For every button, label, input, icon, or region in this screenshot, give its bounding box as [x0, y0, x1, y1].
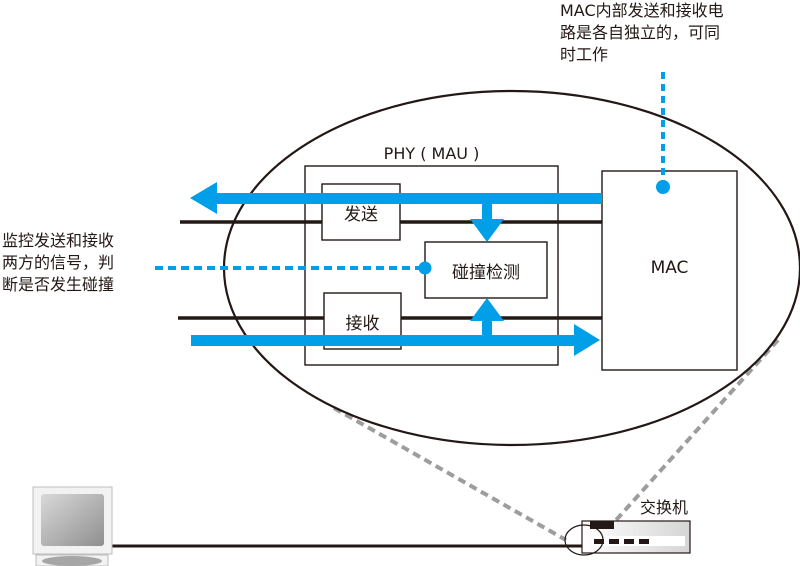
- network-switch-icon: [564, 520, 691, 556]
- receive-tap-shaft: [482, 318, 492, 340]
- zoom-guide-right: [598, 338, 780, 540]
- receive-tap-arrowhead: [470, 298, 504, 321]
- mac-label: MAC: [650, 258, 689, 278]
- receive-label: 接收: [345, 314, 380, 334]
- switch-label: 交换机: [640, 498, 689, 517]
- mac-box: [601, 170, 738, 371]
- zoom-guide-left: [333, 406, 567, 542]
- mac-independence-note: MAC内部发送和接收电 路是各自独立的，可同 时工作: [560, 1, 724, 64]
- transmit-tap-shaft: [482, 198, 492, 222]
- receive-signal-shaft: [191, 335, 575, 346]
- receive-signal-arrowhead: [574, 324, 600, 356]
- mac-note-dot: [656, 180, 670, 194]
- transmit-signal-shaft: [215, 193, 602, 204]
- transmit-signal-arrowhead: [190, 182, 217, 214]
- transmit-label: 发送: [344, 205, 378, 225]
- transmit-tap-arrowhead: [470, 219, 504, 242]
- phy-box: [304, 165, 559, 366]
- phy-label: PHY ( MAU ): [383, 144, 480, 163]
- collision-detection-label: 碰撞检测: [452, 263, 520, 283]
- monitor-icon: [32, 486, 113, 566]
- collision-note-dot: [418, 261, 432, 275]
- collision-monitor-note: 监控发送和接收 两方的信号，判 断是否发生碰撞: [2, 231, 115, 294]
- switch-port-highlight: [564, 524, 604, 556]
- collision-detection-box: [424, 241, 548, 299]
